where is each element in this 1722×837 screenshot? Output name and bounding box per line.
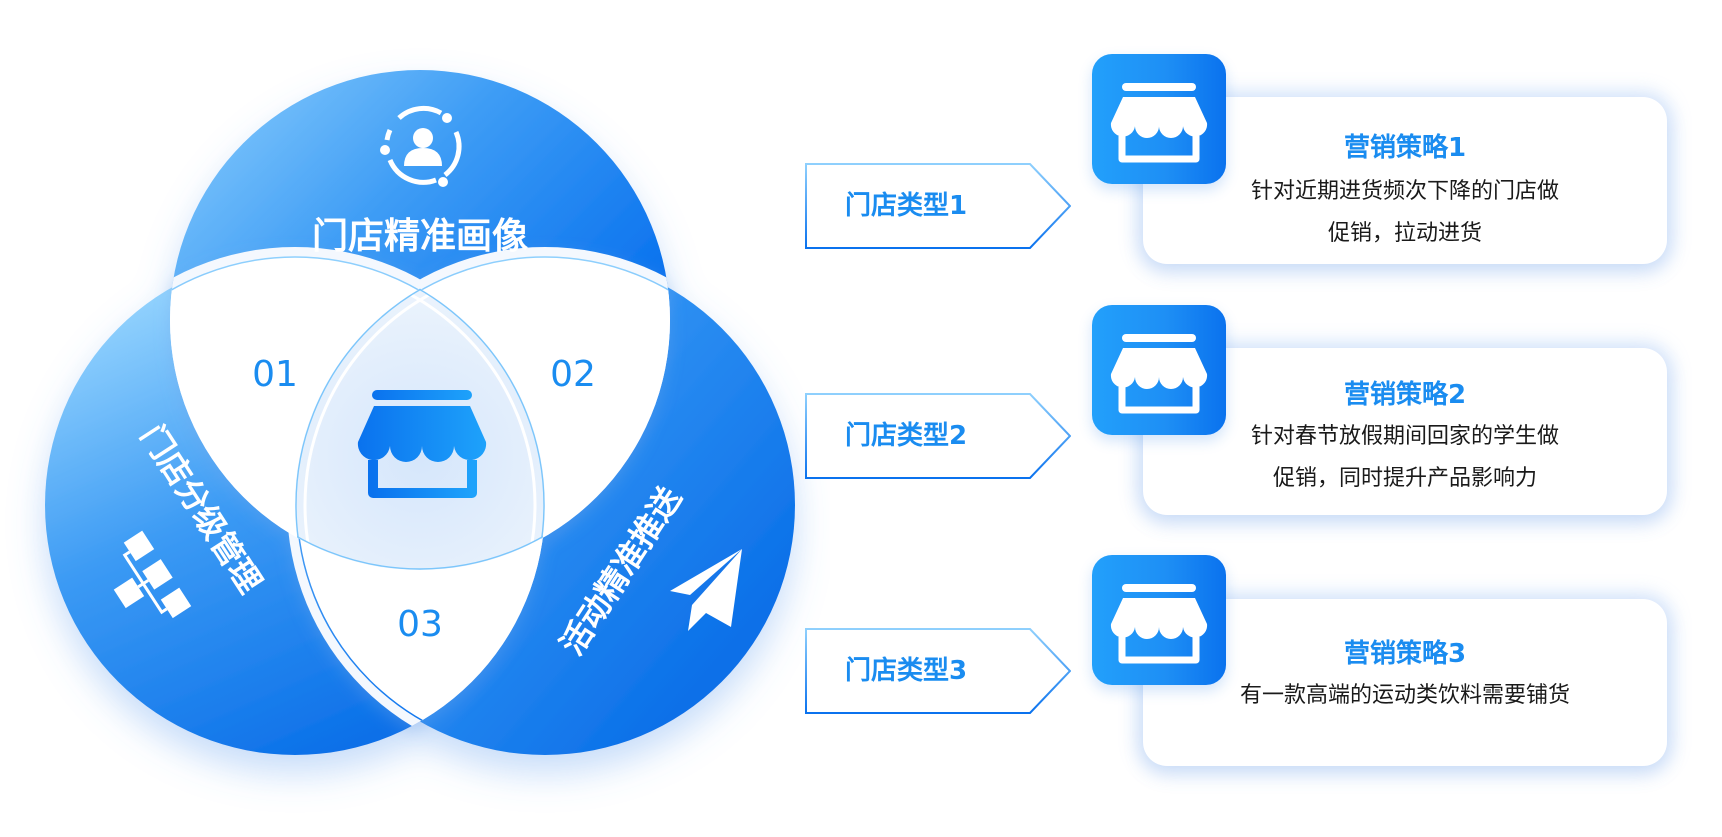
strategy-title: 营销策略1	[1343, 133, 1467, 163]
store-type-tag-1: 门店类型1	[805, 163, 1071, 249]
strategy-desc-line-1: 针对春节放假期间回家的学生做	[1250, 424, 1559, 449]
strategy-desc-line-1: 有一款高端的运动类饮料需要铺货	[1239, 683, 1570, 708]
strategy-icon-box-2	[1092, 305, 1226, 435]
region-label-03: 03	[397, 604, 443, 645]
strategy-icon-box-3	[1092, 555, 1226, 685]
strategy-card-3: 营销策略3 有一款高端的运动类饮料需要铺货	[1143, 599, 1667, 766]
strategy-desc-line-2: 促销，拉动进货	[1327, 221, 1482, 246]
strategy-card-2: 营销策略2 针对春节放假期间回家的学生做 促销，同时提升产品影响力	[1143, 348, 1667, 515]
store-type-tag-2: 门店类型2	[805, 393, 1071, 479]
store-type-tag-3: 门店类型3	[805, 628, 1071, 714]
store-type-label: 门店类型2	[845, 421, 968, 451]
venn-diagram: 01 02 03 门店精准画像 门店分级管理 活动精准推送	[45, 70, 795, 755]
store-icon	[1110, 334, 1208, 414]
strategy-desc-line-2: 促销，同时提升产品影响力	[1272, 466, 1537, 491]
user-profile-icon	[380, 105, 462, 187]
arrow-tag-shape	[805, 163, 1071, 249]
strategy-title: 营销策略2	[1343, 380, 1467, 410]
store-type-label: 门店类型1	[845, 191, 968, 221]
strategy-icon-box-1	[1092, 54, 1226, 184]
hierarchy-icon	[113, 530, 192, 619]
store-type-label: 门店类型3	[845, 656, 968, 686]
strategy-desc-line-1: 针对近期进货频次下降的门店做	[1250, 179, 1559, 204]
strategy-title: 营销策略3	[1343, 639, 1467, 669]
paper-plane-icon	[670, 549, 742, 631]
store-icon	[1110, 83, 1208, 163]
store-icon	[357, 390, 487, 498]
strategy-card-1: 营销策略1 针对近期进货频次下降的门店做 促销，拉动进货	[1143, 97, 1667, 264]
arrow-tag-shape	[805, 628, 1071, 714]
region-label-01: 01	[252, 354, 298, 395]
venn-top-label: 门店精准画像	[312, 216, 528, 257]
arrow-tag-shape	[805, 393, 1071, 479]
store-icon	[1110, 584, 1208, 664]
region-label-02: 02	[550, 354, 596, 395]
